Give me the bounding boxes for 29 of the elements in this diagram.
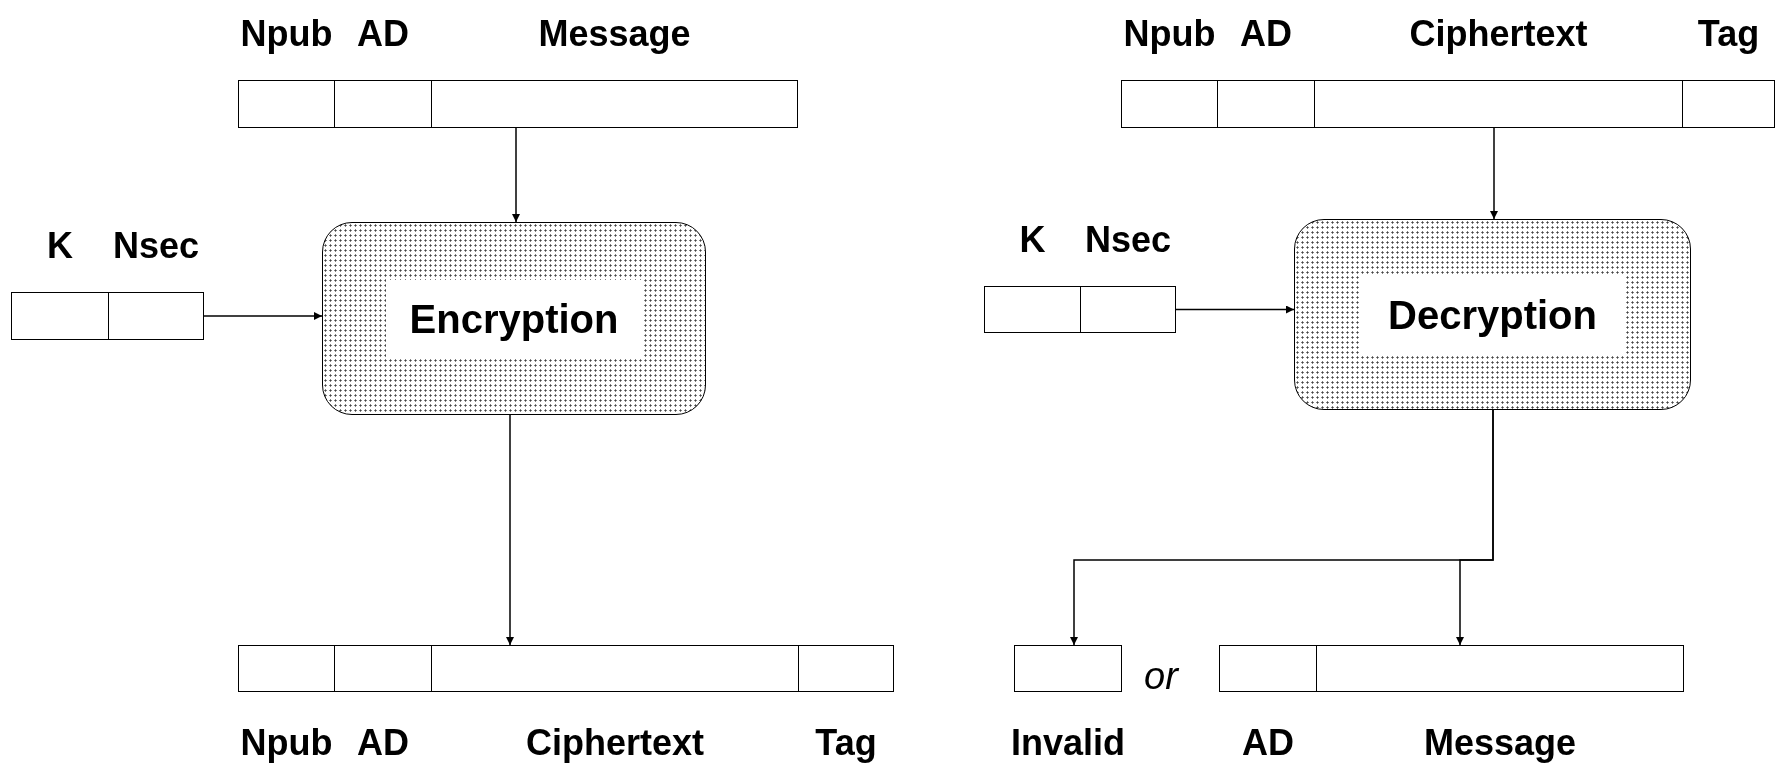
field-label: AD	[357, 13, 409, 54]
field-label: Ciphertext	[526, 722, 704, 763]
field-label: Ciphertext	[1409, 13, 1588, 54]
arrow	[203, 312, 323, 320]
field-label: Invalid	[1011, 722, 1125, 763]
field-label: Nsec	[1084, 219, 1172, 260]
arrow	[1175, 305, 1295, 314]
field-label: AD	[357, 722, 409, 763]
field-label: Nsec	[112, 225, 200, 266]
field-label: AD	[1242, 722, 1294, 763]
process-label: Encryption	[386, 279, 642, 358]
arrow	[1456, 409, 1494, 646]
field-label: Message	[538, 13, 691, 54]
field-label: Npub	[1123, 13, 1216, 54]
separator-word: or	[1144, 654, 1178, 698]
arrow	[512, 127, 520, 223]
field-label: Tag	[815, 722, 877, 763]
field-label: K	[1019, 219, 1046, 260]
arrow	[506, 414, 514, 646]
arrow	[1490, 127, 1498, 220]
field-label: Npub	[240, 13, 333, 54]
field-label: K	[47, 225, 73, 266]
field-label: Message	[1423, 722, 1577, 763]
process-box	[1294, 219, 1691, 410]
field-label: Tag	[1697, 13, 1760, 54]
field-label: AD	[1240, 13, 1292, 54]
process-box	[322, 222, 706, 415]
process-label: Decryption	[1360, 275, 1625, 354]
field-label: Npub	[240, 722, 333, 763]
